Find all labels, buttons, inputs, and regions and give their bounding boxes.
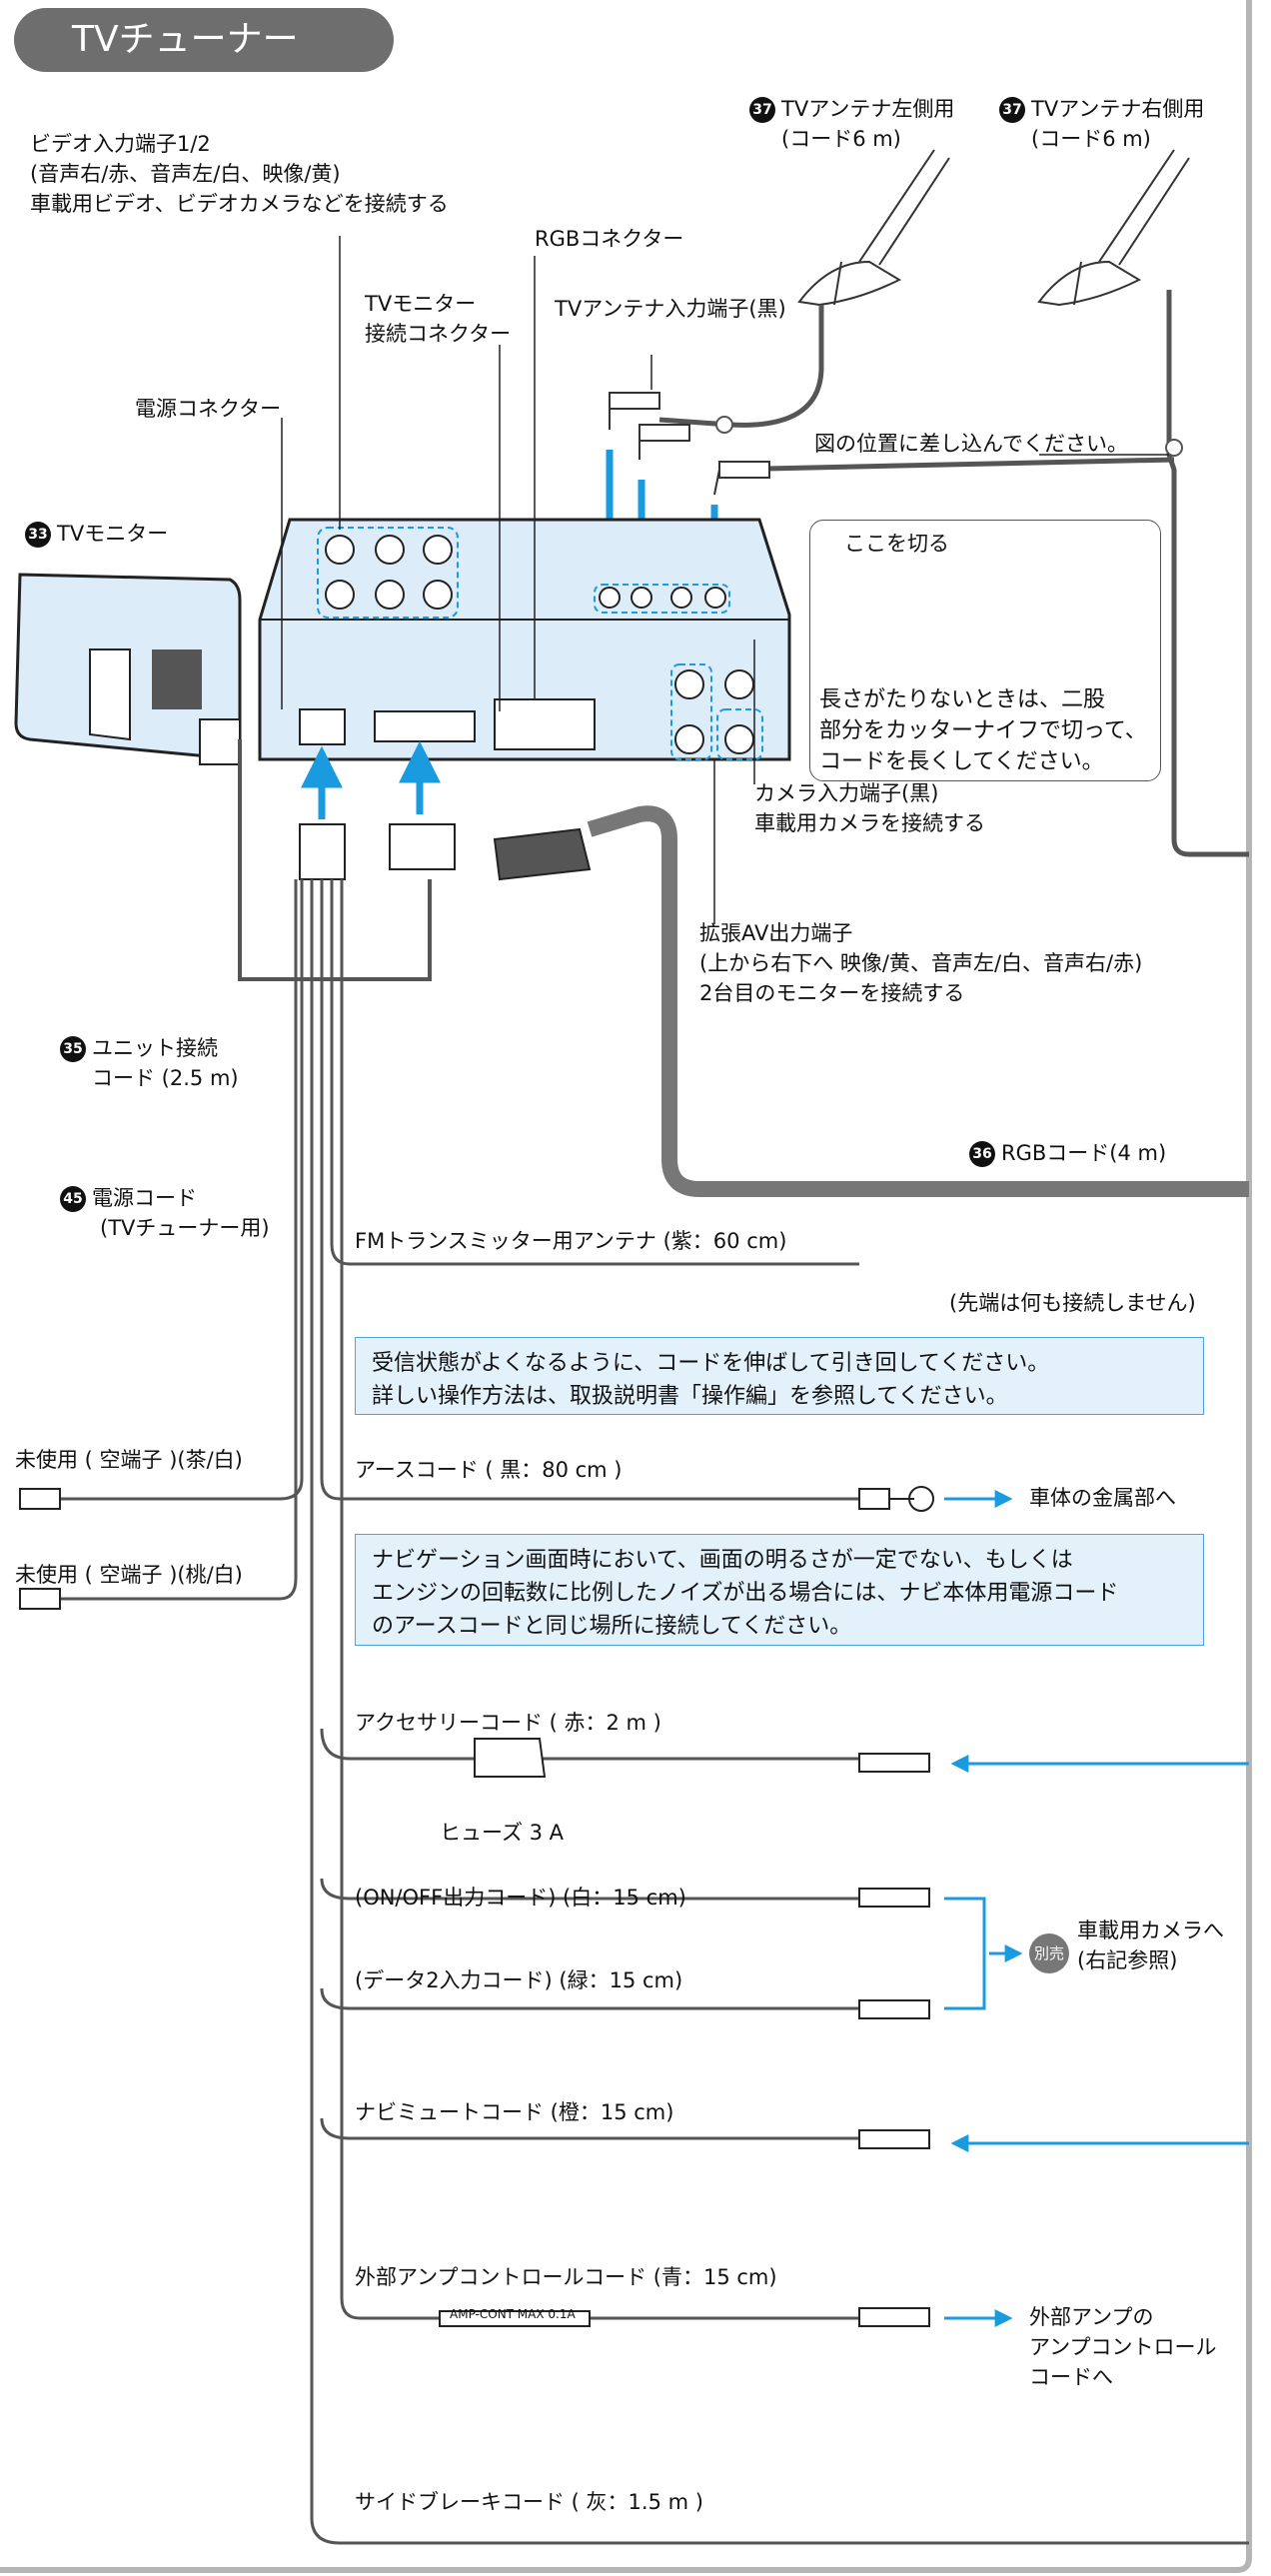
rgb-cord — [587, 805, 1249, 1197]
unit-cord — [238, 739, 432, 981]
camera-input-label: カメラ入力端子(黒) 車載用カメラを接続する — [754, 781, 985, 835]
data2-cord-label: (データ2入力コード) (緑：15 cm) — [355, 1968, 683, 1992]
fuse-label: ヒューズ 3 A — [440, 1821, 565, 1845]
cut-here-label: ここを切る — [844, 532, 949, 556]
earth-target-label: 車体の金属部へ — [1029, 1486, 1176, 1510]
connector-arrows — [301, 740, 441, 819]
antenna-input-label: TVアンテナ入力端子(黒) — [555, 297, 786, 321]
antenna-right-cord — [1166, 290, 1249, 857]
cord-connectors — [299, 823, 592, 881]
antenna-right-clip — [1037, 149, 1190, 307]
power-harness — [60, 879, 1249, 2545]
antenna-plugs — [609, 392, 770, 496]
tv-monitor — [14, 573, 242, 765]
insert-position-label: 図の位置に差し込んでください。 — [814, 432, 1128, 456]
side-brake-label: サイドブレーキコード ( 灰：1.5 m ) — [355, 2490, 703, 2514]
antenna-left-cord — [658, 305, 824, 428]
unused-pink-label: 未使用 ( 空端子 )(桃/白) — [15, 1563, 243, 1587]
earth-cord-label: アースコード ( 黒：80 cm ) — [355, 1458, 623, 1482]
betsu-badge: 別売 — [1029, 1933, 1069, 1973]
amp-tag-label: AMP-CONT MAX 0.1A — [450, 2307, 576, 2321]
leader-lines — [281, 236, 1169, 924]
navi-mute-label: ナビミュートコード (橙：15 cm) — [355, 2100, 674, 2124]
rgb-connector-label: RGBコネクター — [535, 227, 684, 251]
cut-note-text: 長さがたりないときは、二股 部分をカッターナイフで切って、 コードを長くしてくだ… — [819, 687, 1147, 775]
terminals — [19, 1486, 934, 2327]
fm-antenna-label: FMトランスミッター用アンテナ (紫：60 cm) — [355, 1229, 787, 1253]
camera-target-label: 車載用カメラへ (右記参照) — [1077, 1919, 1224, 1972]
antenna-extension — [718, 457, 1175, 473]
amp-target-label: 外部アンプの アンプコントロール コードへ — [1029, 2305, 1217, 2389]
amp-cord-label: 外部アンプコントロールコード (青：15 cm) — [355, 2265, 777, 2289]
tv-monitor-connector-label: TVモニター 接続コネクター — [365, 292, 512, 346]
ext-av-out-label: 拡張AV出力端子 (上から右下へ 映像/黄、音声左/白、音声右/赤) 2台目のモ… — [699, 921, 1143, 1005]
page-title: TVチューナー — [14, 8, 394, 72]
target-arrows — [944, 1490, 1249, 2327]
fm-info-box: 受信状態がよくなるように、コードを伸ばして引き回してください。 詳しい操作方法は… — [355, 1337, 1204, 1415]
fm-antenna-end-label: (先端は何も接続しません) — [949, 1291, 1196, 1315]
cut-note-box — [809, 520, 1161, 781]
power-harness-branches — [320, 1728, 929, 2140]
video-input-label: ビデオ入力端子1/2 (音声右/赤、音声左/白、映像/黄) 車載用ビデオ、ビデオ… — [30, 132, 449, 216]
onoff-cord-label: (ON/OFF出力コード) (白：15 cm) — [355, 1886, 686, 1910]
power-connector-label: 電源コネクター — [135, 397, 282, 421]
unused-brown-label: 未使用 ( 空端子 )(茶/白) — [15, 1448, 243, 1472]
antenna-left-clip — [797, 149, 950, 307]
tuner-unit — [258, 518, 791, 761]
earth-info-box: ナビゲーション画面時において、画面の明るさが一定でない、もしくは エンジンの回転… — [355, 1534, 1204, 1646]
acc-cord-label: アクセサリーコード ( 赤：2 m ) — [355, 1711, 661, 1735]
